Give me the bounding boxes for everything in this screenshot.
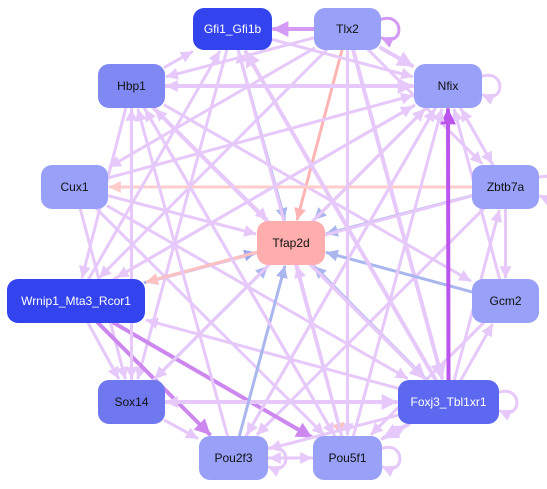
node-box — [41, 165, 108, 209]
node-label: Gfi1_Gfi1b — [204, 22, 262, 36]
edge-nfix-to-nfix — [478, 73, 502, 105]
node-label: Hbp1 — [117, 79, 146, 93]
node-gfi1[interactable]: Gfi1_Gfi1b — [193, 8, 272, 50]
edge-pou5f1-to-hbp1 — [143, 108, 337, 438]
edge-tlx2-to-nfix — [379, 46, 414, 68]
node-pou5f1[interactable]: Pou5f1 — [313, 436, 382, 480]
edge-sox14-to-pou2f3 — [163, 418, 199, 440]
node-label: Gcm2 — [489, 294, 521, 308]
node-zbtb7a[interactable]: Zbtb7a — [472, 165, 539, 209]
node-cux1[interactable]: Cux1 — [41, 165, 108, 209]
edge-pou2f3-to-hbp1 — [135, 108, 229, 438]
node-gcm2[interactable]: Gcm2 — [472, 279, 539, 323]
node-foxj3[interactable]: Foxj3_Tbl1xr1 — [398, 380, 499, 424]
edge-tlx2-to-tlx2 — [377, 16, 401, 48]
edge-foxj3-to-gcm2 — [459, 323, 494, 382]
edge-hbp1-to-gcm2 — [163, 103, 472, 283]
edge-foxj3-to-gfi1 — [243, 50, 438, 382]
edge-foxj3-to-nfix — [440, 108, 457, 382]
node-label: Tlx2 — [336, 22, 359, 36]
node-box — [472, 279, 539, 323]
node-hbp1[interactable]: Hbp1 — [98, 64, 165, 108]
edge-gfi1-to-nfix — [270, 37, 414, 80]
node-sox14[interactable]: Sox14 — [98, 380, 165, 424]
edge-foxj3-to-wrnip1 — [145, 317, 400, 390]
node-nfix[interactable]: Nfix — [414, 64, 482, 108]
node-label: Wrnip1_Mta3_Rcor1 — [21, 294, 131, 308]
node-box — [314, 8, 381, 50]
edge-tlx2-to-tfap2d — [294, 48, 344, 221]
node-label: Pou2f3 — [214, 451, 252, 465]
edge-pou2f3-to-tfap2d — [237, 265, 288, 438]
node-label: Tfap2d — [272, 236, 309, 250]
node-box — [313, 436, 382, 480]
node-tfap2d[interactable]: Tfap2d — [257, 221, 325, 265]
edge-zbtb7a-to-nfix — [460, 108, 495, 167]
edge-zbtb7a-to-zbtb7a — [535, 174, 547, 206]
node-label: Sox14 — [114, 395, 148, 409]
node-box — [398, 380, 499, 424]
node-box — [193, 8, 272, 50]
edge-hbp1-to-gfi1 — [163, 50, 194, 69]
node-wrnip1[interactable]: Wrnip1_Mta3_Rcor1 — [7, 279, 145, 323]
node-label: Foxj3_Tbl1xr1 — [410, 395, 486, 409]
edge-foxj3-to-foxj3 — [495, 389, 519, 421]
node-pou2f3[interactable]: Pou2f3 — [199, 436, 268, 480]
edge-tfap2d-to-wrnip1 — [145, 250, 259, 285]
node-box — [98, 64, 165, 108]
edge-cux1-to-foxj3 — [106, 204, 409, 380]
node-box — [7, 279, 145, 323]
edge-wrnip1-to-sox14 — [86, 321, 120, 380]
edge-pou5f1-to-pou5f1 — [378, 445, 402, 477]
node-label: Nfix — [438, 79, 459, 93]
edge-pou2f3-to-nfix — [244, 108, 436, 438]
node-box — [98, 380, 165, 424]
node-box — [472, 165, 539, 209]
node-box — [199, 436, 268, 480]
node-box — [414, 64, 482, 108]
node-tlx2[interactable]: Tlx2 — [314, 8, 381, 50]
node-label: Cux1 — [60, 180, 88, 194]
edge-pou5f1-to-foxj3 — [380, 424, 407, 441]
node-label: Pou5f1 — [328, 451, 366, 465]
node-box — [257, 221, 325, 265]
edge-pou5f1-to-nfix — [351, 108, 445, 438]
node-label: Zbtb7a — [487, 180, 525, 194]
edge-wrnip1-to-nfix — [112, 105, 414, 281]
